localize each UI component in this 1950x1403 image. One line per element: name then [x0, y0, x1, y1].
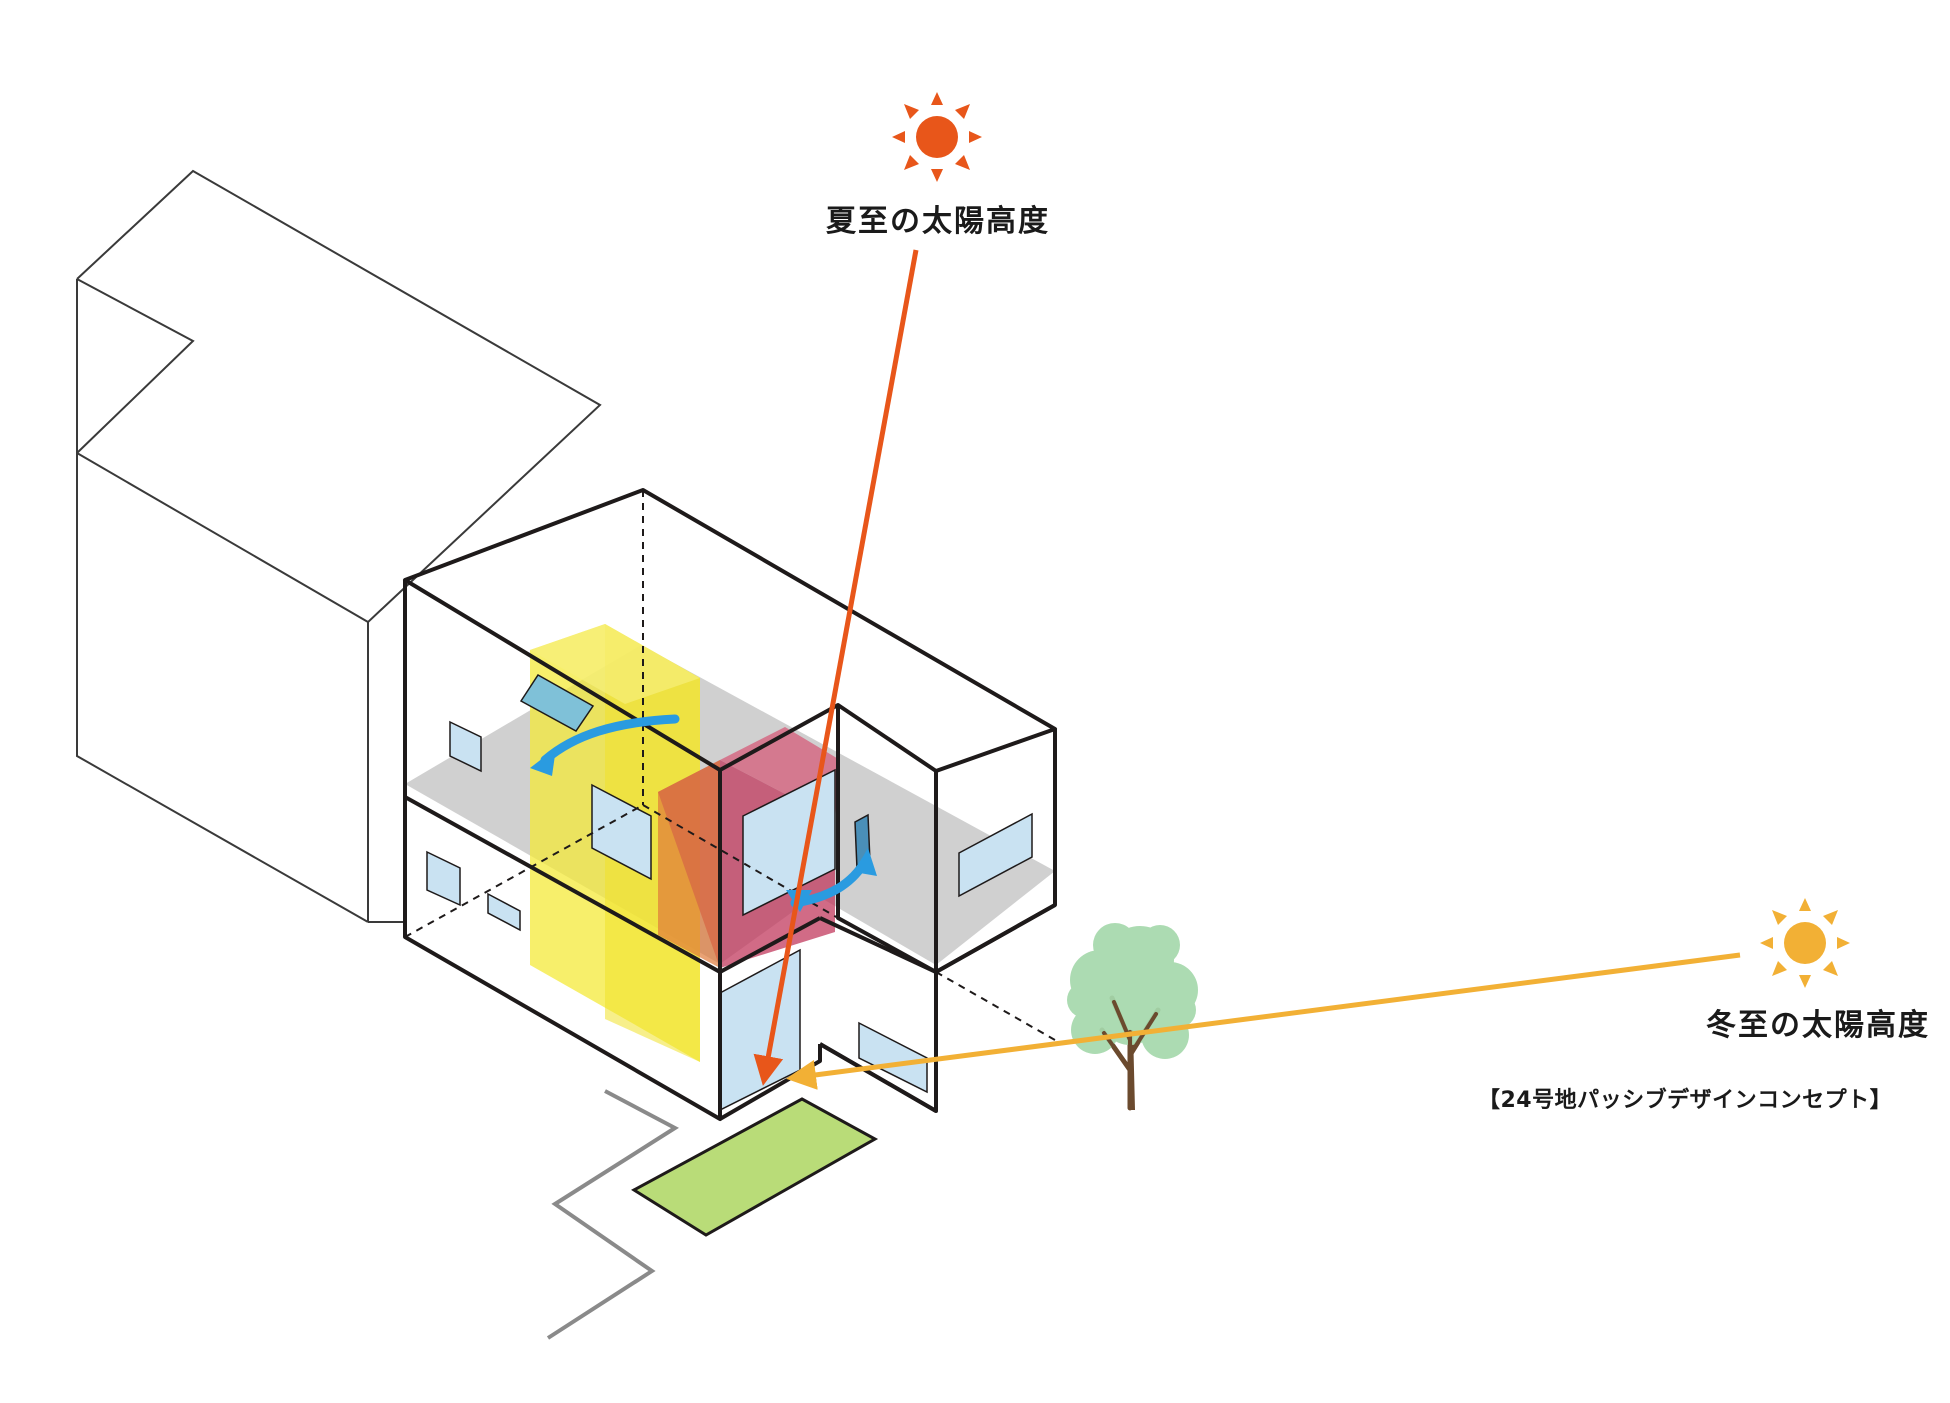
sun-icon: [892, 92, 982, 182]
diagram-caption: 【24号地パッシブデザインコンセプト】: [1478, 1088, 1893, 1113]
sun-icon: [1760, 898, 1850, 988]
summer-sun-ray: [753, 249, 919, 1086]
skylight: [519, 674, 595, 732]
airflow-arrows: [530, 714, 877, 912]
winter-sun-label: 冬至の太陽高度: [1706, 1008, 1930, 1043]
neighbor-building: [76, 169, 602, 923]
tree-icon: [1067, 923, 1198, 1111]
summer-sun-label: 夏至の太陽高度: [826, 204, 1050, 239]
winter-sun-ray: [786, 952, 1741, 1090]
lawn: [631, 1097, 879, 1237]
approach-path: [546, 1089, 679, 1340]
